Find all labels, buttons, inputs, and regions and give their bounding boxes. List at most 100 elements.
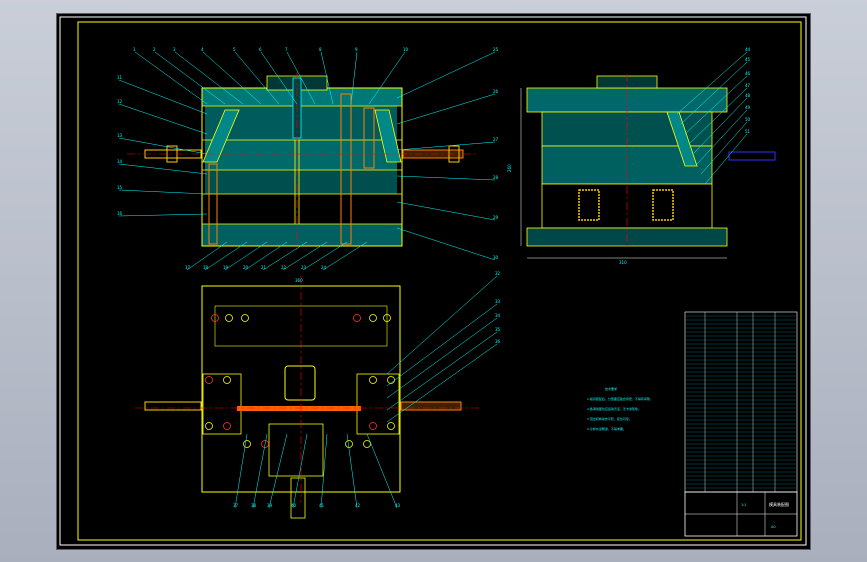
plan-hole (241, 314, 249, 322)
front-6-leader (260, 51, 298, 105)
side-51-label: 51 (745, 129, 751, 134)
parts-list-rows (685, 315, 797, 489)
front-3-leader (174, 51, 244, 105)
side-44-label: 44 (745, 47, 751, 52)
plan-hole (383, 314, 391, 322)
front-11-label: 11 (117, 75, 123, 80)
front-28-leader (396, 175, 496, 181)
plan-42-label: 42 (355, 503, 361, 508)
side-51-leader (704, 133, 748, 185)
plan-40-label: 40 (291, 503, 297, 508)
spring-left (578, 189, 600, 221)
plan-34-label: 34 (495, 313, 501, 318)
parts-list-table (684, 311, 798, 493)
plan-40-leader (292, 433, 308, 509)
front-26-leader (396, 93, 496, 125)
front-23-leader (302, 241, 348, 271)
note-line-1: 1.模具装配后，分型面应贴合紧密，不得有间隙。 (587, 396, 653, 401)
front-16-leader (118, 213, 208, 217)
front-21-label: 21 (261, 265, 267, 270)
plan-hole (223, 422, 231, 430)
front-2-label: 2 (153, 47, 156, 52)
support-plate (205, 170, 397, 194)
plan-hole (369, 422, 377, 430)
front-2-leader (154, 51, 226, 105)
side-44-leader (676, 51, 748, 115)
plan-runner (237, 406, 361, 411)
plan-screw-right (400, 401, 462, 411)
side-48-leader (692, 97, 748, 155)
front-30-leader (396, 227, 496, 261)
front-25-label: 25 (493, 47, 499, 52)
plan-hole (369, 376, 377, 384)
front-17-label: 17 (185, 265, 191, 270)
front-1-leader (134, 51, 208, 105)
side-width-dim: 310 (619, 260, 627, 265)
front-21-leader (262, 241, 308, 271)
front-17-leader (186, 241, 228, 271)
front-22-leader (282, 241, 328, 271)
bottom-clamp-plate (202, 224, 402, 246)
front-29-label: 29 (493, 215, 499, 220)
plan-left-block (202, 373, 242, 435)
front-13-leader (118, 137, 208, 155)
plan-hole (369, 314, 377, 322)
plan-hole (363, 440, 371, 448)
plan-36-label: 36 (495, 339, 501, 344)
plan-hole (387, 376, 395, 384)
side-47-leader (688, 87, 748, 145)
front-4-label: 4 (201, 47, 204, 52)
front-13-label: 13 (117, 133, 123, 138)
plan-38-leader (252, 433, 268, 509)
side-45-label: 45 (745, 57, 751, 62)
sheet-outer-frame (59, 16, 807, 546)
front-26-label: 26 (493, 89, 499, 94)
plan-35-label: 35 (495, 327, 501, 332)
front-14-label: 14 (117, 159, 123, 164)
front-4-leader (202, 51, 262, 105)
front-3-label: 3 (173, 47, 176, 52)
title-block-sheet: A0 (771, 525, 776, 529)
front-24-label: 24 (321, 265, 327, 270)
note-line-4: 4.冷却水道畅通，不得渗漏。 (587, 426, 626, 431)
note-line-2: 2.各滑动部位应运动灵活，无卡滞现象。 (587, 406, 641, 411)
plan-35-leader (386, 331, 498, 411)
front-29-leader (396, 201, 496, 221)
front-20-leader (244, 241, 288, 271)
front-1-label: 1 (133, 47, 136, 52)
front-8-leader (320, 51, 334, 105)
plan-34-leader (386, 317, 498, 399)
plan-33-label: 33 (495, 299, 501, 304)
guide-pin-right (340, 93, 352, 245)
front-14-leader (118, 163, 208, 175)
front-24-leader (322, 241, 368, 271)
front-23-label: 23 (301, 265, 307, 270)
plan-hole (387, 422, 395, 430)
plan-37-label: 37 (233, 503, 239, 508)
plan-hole (205, 422, 213, 430)
plan-screw-left (144, 401, 202, 411)
front-8-label: 8 (319, 47, 322, 52)
front-27-leader (396, 141, 496, 151)
front-19-label: 19 (223, 265, 229, 270)
notes-title: 技术要求 (605, 386, 617, 391)
front-10-leader (368, 51, 406, 105)
front-27-label: 27 (493, 137, 499, 142)
front-10-label: 10 (403, 47, 409, 52)
top-clamp-plate (202, 88, 402, 106)
plan-hole (345, 440, 353, 448)
side-50-label: 50 (745, 117, 751, 122)
front-15-leader (118, 189, 208, 195)
sheet-border (77, 21, 802, 541)
front-5-label: 5 (233, 47, 236, 52)
plan-33-leader (386, 303, 498, 387)
title-block: 模具装配图 1:1 A0 (684, 491, 798, 537)
front-9-label: 9 (355, 47, 358, 52)
angle-slider-left (202, 109, 240, 163)
plan-39-leader (268, 433, 288, 509)
side-47-label: 47 (745, 83, 751, 88)
